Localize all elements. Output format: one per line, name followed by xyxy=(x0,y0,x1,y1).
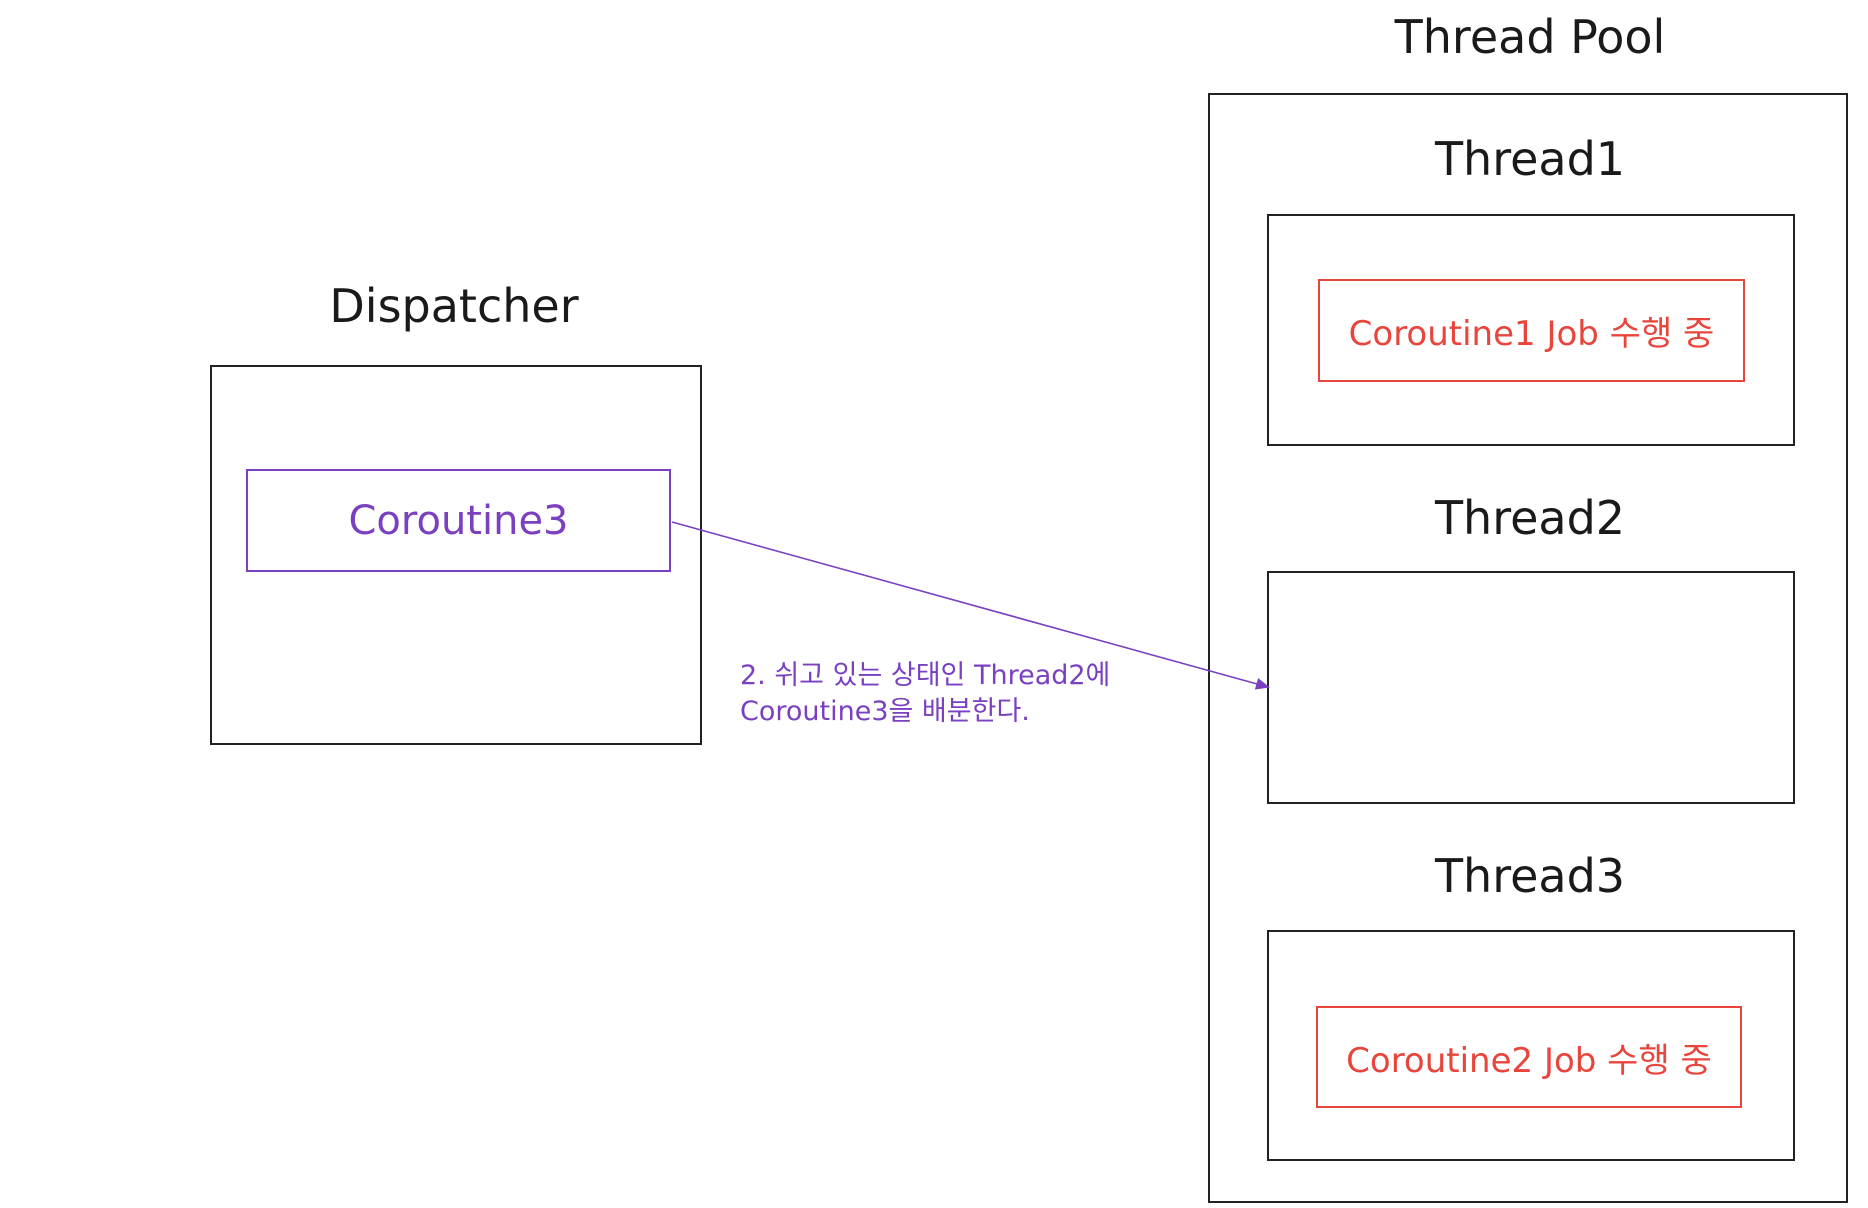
thread-pool-title: Thread Pool xyxy=(1394,10,1666,64)
coroutine3-box: Coroutine3 xyxy=(246,469,671,572)
thread1-box xyxy=(1267,214,1795,446)
dispatch-annotation-line1: 2. 쉬고 있는 상태인 Thread2에 xyxy=(740,660,1111,691)
dispatcher-box xyxy=(210,365,702,745)
dispatch-arrow-line xyxy=(671,521,1270,690)
thread3-job: Coroutine2 Job 수행 중 xyxy=(1316,1006,1742,1108)
thread3-label: Thread3 xyxy=(1434,849,1626,903)
thread1-label: Thread1 xyxy=(1434,132,1626,186)
dispatch-annotation: 2. 쉬고 있는 상태인 Thread2에 Coroutine3을 배분한다. xyxy=(740,658,1110,730)
dispatch-annotation-line2: Coroutine3을 배분한다. xyxy=(740,696,1030,727)
thread1-job: Coroutine1 Job 수행 중 xyxy=(1318,279,1745,382)
thread3-box xyxy=(1267,930,1795,1161)
thread2-label: Thread2 xyxy=(1434,491,1626,545)
dispatcher-title: Dispatcher xyxy=(329,279,579,333)
